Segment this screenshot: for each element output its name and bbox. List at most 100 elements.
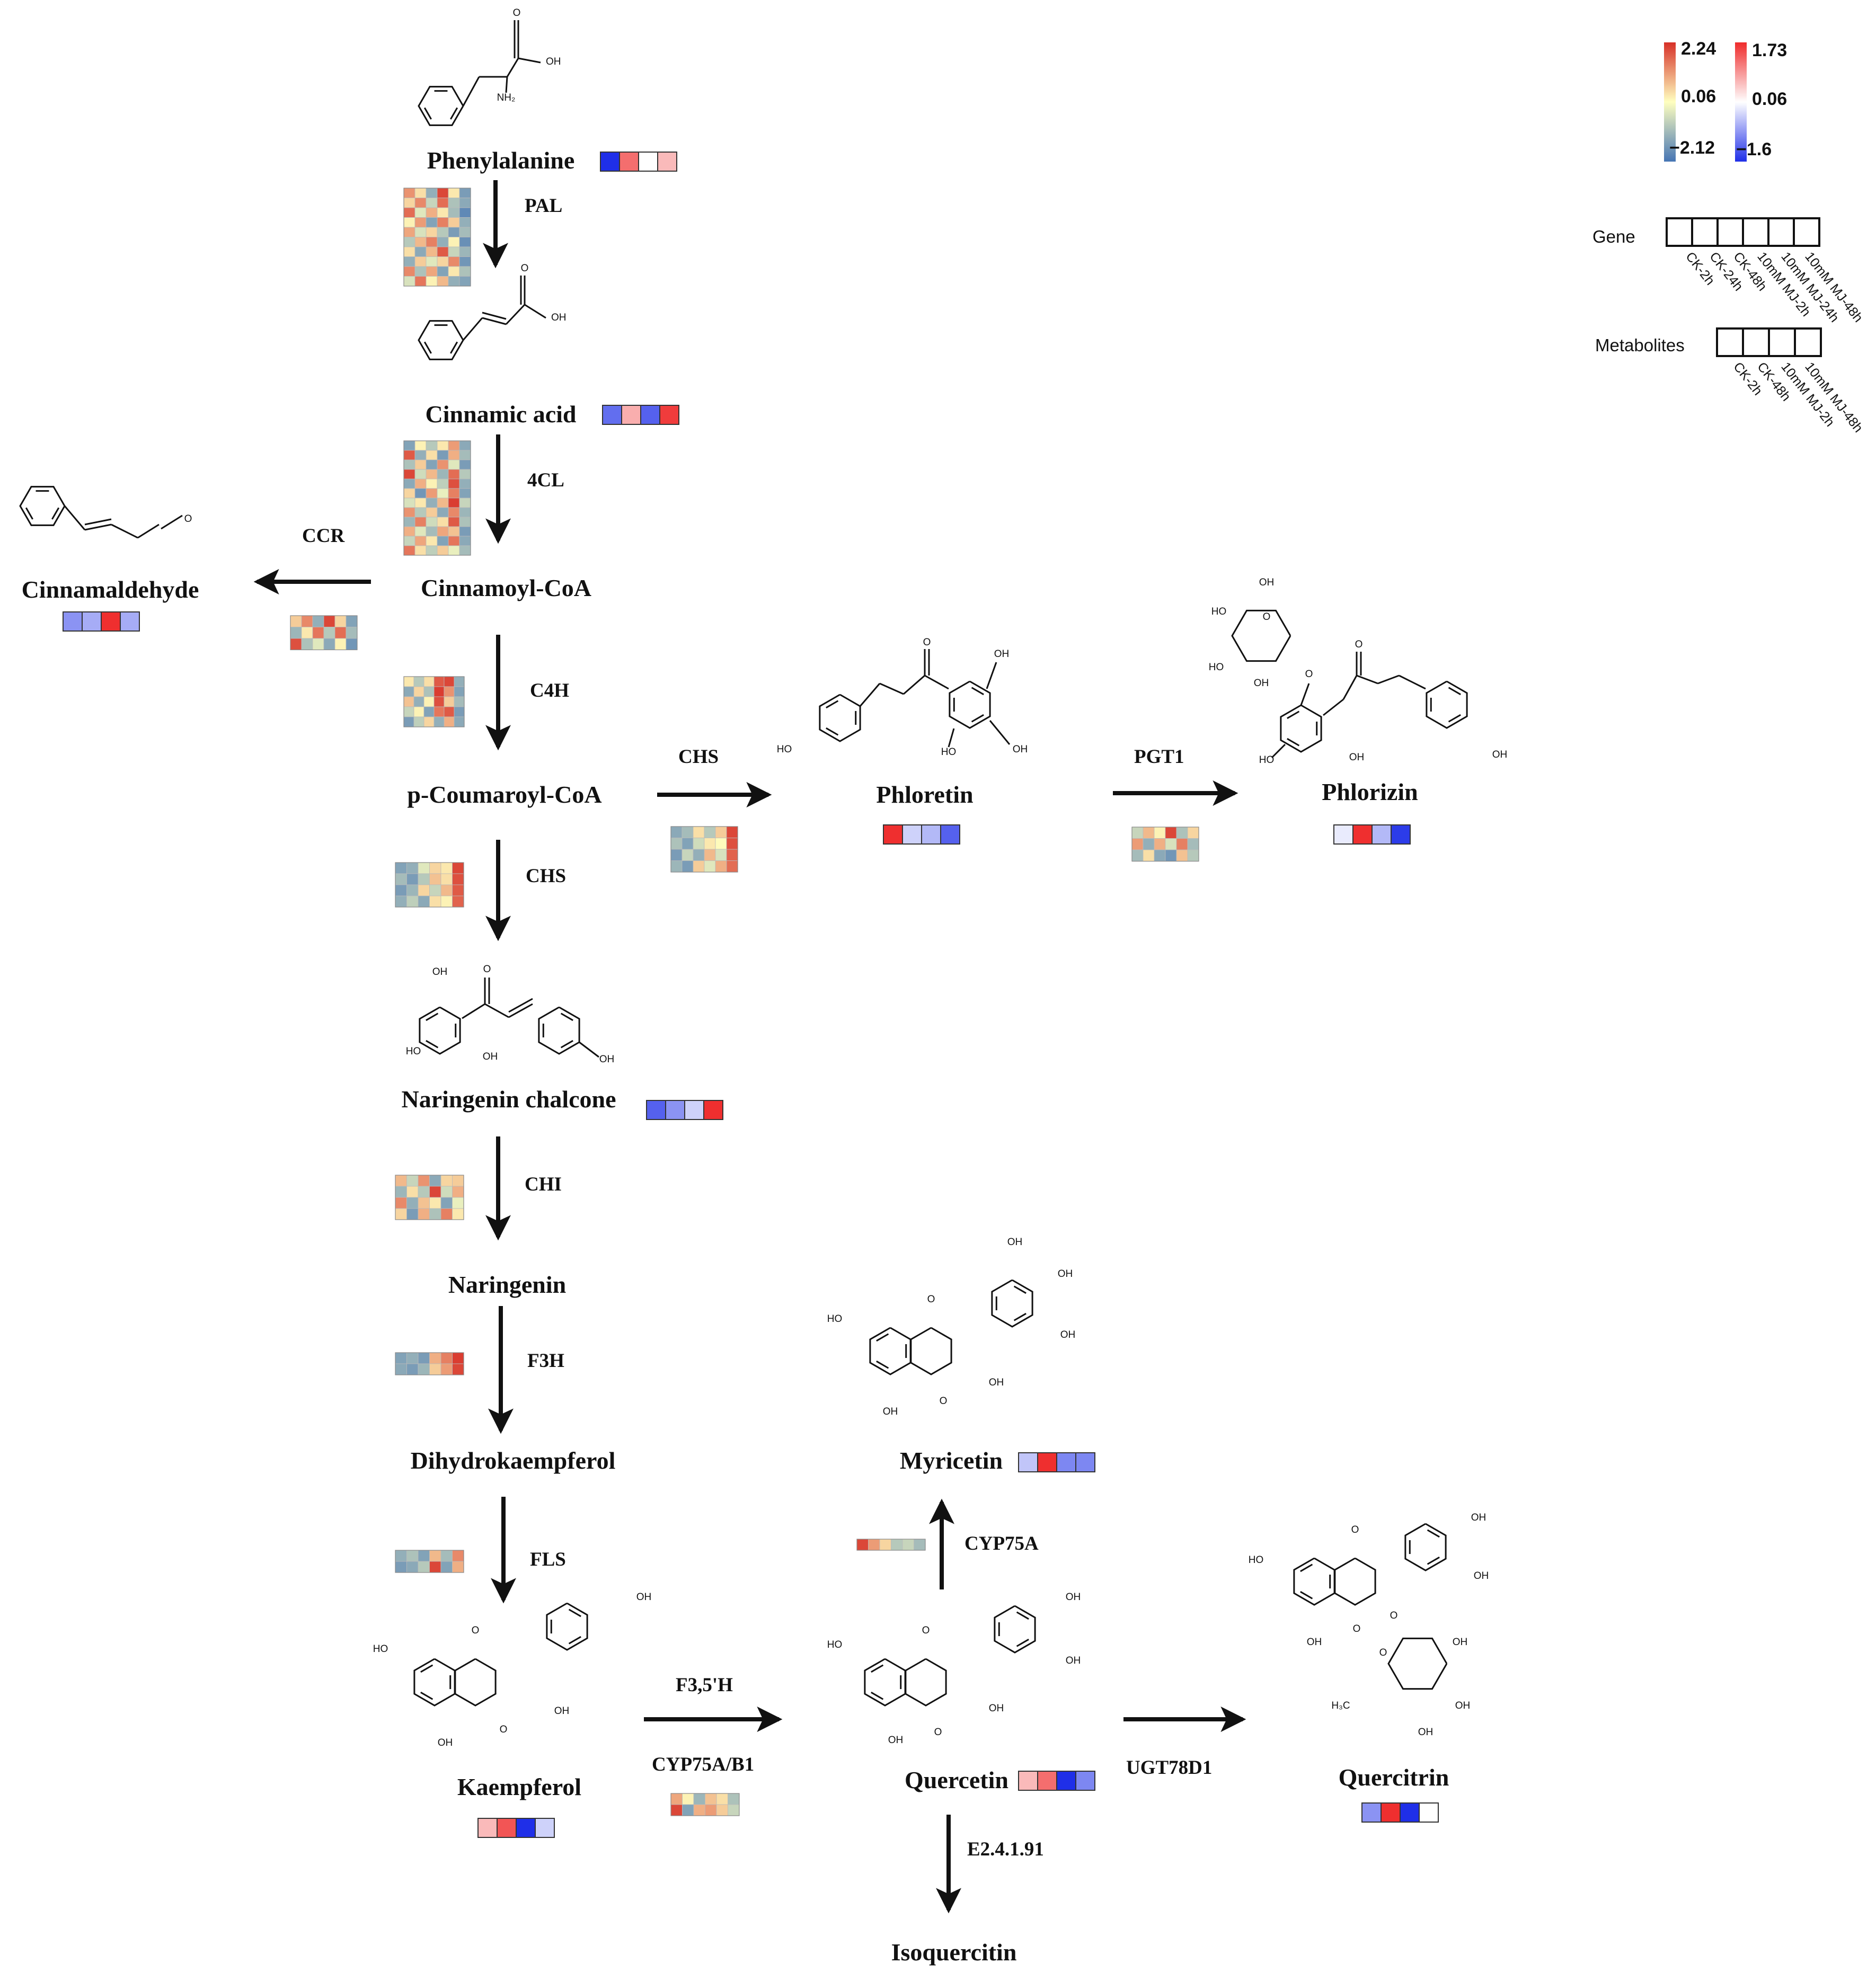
metab-cell xyxy=(665,1100,685,1120)
gene-cell xyxy=(423,686,435,697)
metab-cell xyxy=(101,611,121,632)
metab-cell xyxy=(640,405,660,425)
gene-cell xyxy=(1143,849,1155,861)
gene-cell xyxy=(403,469,415,479)
label-naringenin: Naringenin xyxy=(448,1271,566,1298)
gene-cell xyxy=(704,860,716,873)
gene-cell xyxy=(414,498,427,508)
gene-cell xyxy=(670,826,683,838)
gene-cell xyxy=(426,459,438,470)
metab-cell xyxy=(638,152,658,172)
gene-cell xyxy=(426,256,438,267)
gene-cell xyxy=(406,873,419,885)
gene-cell xyxy=(395,1550,407,1562)
gene-cell xyxy=(426,488,438,499)
label-isoquercitin: Isoquercitin xyxy=(891,1939,1017,1966)
atom-label: HO xyxy=(373,1644,388,1655)
gene-cell xyxy=(426,276,438,287)
gene-cell xyxy=(426,478,438,489)
heatmap-ccr xyxy=(290,615,358,651)
gene-cell xyxy=(448,188,460,198)
gene-cell xyxy=(459,207,471,218)
atom-label: OH xyxy=(483,1051,498,1062)
metab-cell xyxy=(621,405,641,425)
gene-cell xyxy=(448,266,460,277)
gene-cell xyxy=(448,469,460,479)
atom-label: OH xyxy=(1060,1329,1076,1340)
gene-cell xyxy=(312,638,324,650)
atom-label: O xyxy=(934,1727,942,1738)
gene-cell xyxy=(414,256,427,267)
heatmap-cyp75a xyxy=(856,1539,926,1551)
gene-cell xyxy=(868,1539,880,1551)
gene-cell xyxy=(459,227,471,237)
gene-cell xyxy=(418,1550,430,1562)
gene-cell xyxy=(429,1197,441,1209)
gene-cell xyxy=(403,526,415,537)
gene-cell xyxy=(459,536,471,546)
gene-cell xyxy=(413,696,424,707)
gene-cell xyxy=(426,545,438,556)
gene-cell xyxy=(440,1186,453,1198)
gene-cell xyxy=(395,1175,407,1187)
metab-cell xyxy=(516,1818,536,1838)
label-quercetin: Quercetin xyxy=(905,1766,1008,1793)
gene-cell xyxy=(395,1208,407,1220)
atom-label: O xyxy=(940,1396,948,1407)
atom-label: O xyxy=(513,7,521,19)
gene-cell xyxy=(437,440,449,451)
gene-cell xyxy=(395,873,407,885)
heatmap-chs xyxy=(395,862,464,908)
gene-cell xyxy=(459,217,471,228)
gene-cell xyxy=(914,1539,926,1551)
gene-cell xyxy=(414,450,427,460)
gene-cell xyxy=(1154,849,1166,861)
gene-cell xyxy=(448,227,460,237)
metab-cell xyxy=(1419,1802,1439,1823)
gene-cell xyxy=(414,217,427,228)
gene-cell xyxy=(413,676,424,687)
gene-cell xyxy=(406,1363,419,1375)
atom-label: O xyxy=(483,964,491,975)
reaction-arrows xyxy=(253,180,1246,1914)
atom-label: OH xyxy=(989,1377,1004,1388)
compound-labels: Phenylalanine Cinnamic acid Cinnamoyl-Co… xyxy=(22,147,1449,1966)
gene-cell xyxy=(414,276,427,287)
gene-cell xyxy=(682,860,694,873)
gene-cell xyxy=(459,237,471,247)
gene-cell xyxy=(459,507,471,518)
atom-label: OH xyxy=(1453,1637,1468,1648)
gene-cell xyxy=(406,1550,419,1562)
heatmap-pgt1 xyxy=(1131,827,1199,862)
gene-cell xyxy=(346,638,358,650)
gene-cell xyxy=(346,627,358,639)
gene-cell xyxy=(715,838,727,850)
gene-cell xyxy=(403,276,415,287)
label-quercitrin: Quercitrin xyxy=(1339,1764,1449,1791)
gene-cell xyxy=(426,498,438,508)
metab-cell xyxy=(619,152,639,172)
atom-label: OH xyxy=(888,1735,904,1746)
gene-cell xyxy=(715,849,727,861)
atom-label: O xyxy=(922,1625,930,1636)
gene-cell xyxy=(452,1363,464,1375)
gene-cell xyxy=(323,638,335,650)
gene-cell xyxy=(413,686,424,697)
gene-cell xyxy=(403,536,415,546)
gene-cell xyxy=(704,838,716,850)
atom-label: OH xyxy=(546,56,561,67)
metab-cell xyxy=(1037,1771,1057,1791)
atom-label: OH xyxy=(1418,1727,1433,1738)
gene-cell xyxy=(426,440,438,451)
gene-cell xyxy=(1176,827,1188,839)
gene-cell xyxy=(414,207,427,218)
gene-cell xyxy=(448,478,460,489)
gene-cell xyxy=(437,450,449,460)
gene-cell xyxy=(1176,849,1188,861)
atom-label: OH xyxy=(1066,1655,1081,1666)
gene-cell xyxy=(1143,838,1155,850)
metab-scale-mid: 0.06 xyxy=(1752,89,1787,109)
gene-cell xyxy=(429,1208,441,1220)
